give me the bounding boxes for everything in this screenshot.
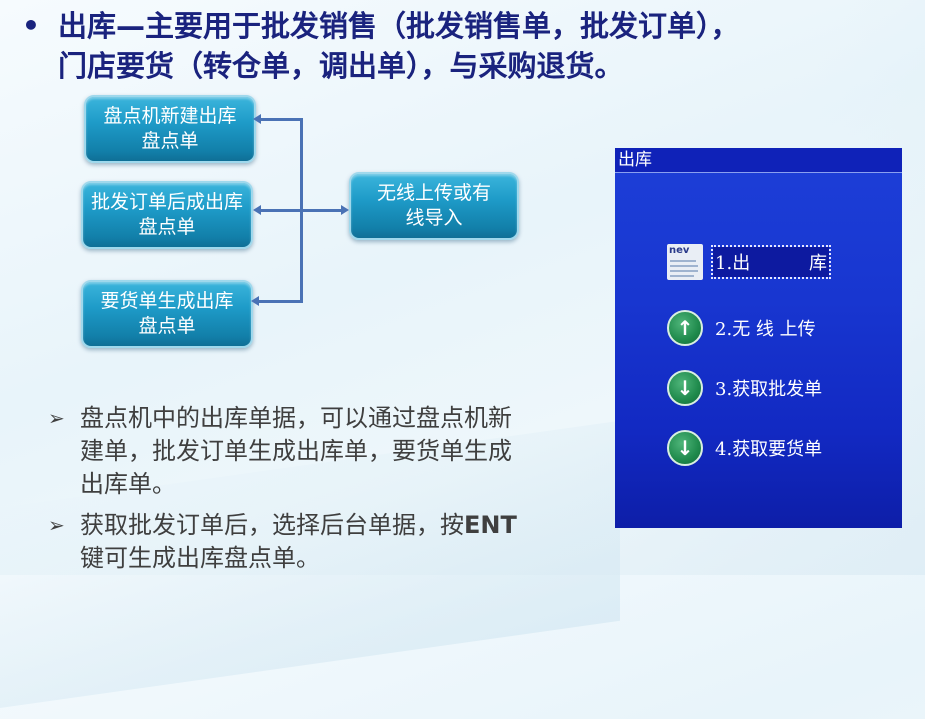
menu-text: 库 (809, 253, 827, 274)
menu-text: 获取批发单 (732, 379, 823, 400)
menu-item-outbound[interactable]: nev 1.出 库 (667, 242, 831, 282)
flow-box-text: 无线上传或有 (376, 182, 491, 204)
connector-top (260, 118, 302, 121)
arrow-bullet-icon: ➢ (48, 406, 65, 430)
flow-box-text: 盘点单 (141, 130, 199, 152)
menu-number: 1. (715, 253, 733, 274)
arrow-left-icon (251, 296, 259, 306)
flow-box-new-outbound: 盘点机新建出库 盘点单 (84, 95, 256, 163)
doc-icon-text: nev (669, 245, 690, 256)
doc-line (670, 265, 698, 267)
menu-number: 4. (715, 439, 733, 460)
connector-middle (260, 209, 342, 212)
arrow-left-icon (253, 114, 261, 124)
flow-box-text: 批发订单后成出库 (90, 191, 243, 213)
connector-bottom (258, 300, 302, 303)
arrow-right-icon (341, 205, 349, 215)
menu-item-get-requisition[interactable]: ↓ 4.获取要货单 (667, 428, 824, 468)
title-line-1: 出库—主要用于批发销售（批发销售单，批发订单）， (58, 9, 740, 43)
menu-item-label: 3.获取批发单 (713, 373, 824, 403)
flow-box-text: 盘点机新建出库 (103, 105, 237, 127)
menu-item-label: 2.无 线 上传 (713, 313, 818, 343)
arrow-left-icon (253, 205, 261, 215)
menu-item-wireless-upload[interactable]: ↑ 2.无 线 上传 (667, 308, 818, 348)
menu-text: 获取要货单 (732, 439, 823, 460)
device-screen: 出库 nev 1.出 库 ↑ 2.无 线 上传 ↓ 3.获取批发单 ↓ 4.获取… (615, 148, 902, 528)
slide-title: • 出库—主要用于批发销售（批发销售单，批发订单）， 门店要货（转仓单，调出单）… (22, 6, 912, 86)
flow-box-requisition: 要货单生成出库 盘点单 (81, 280, 253, 348)
description-text: 获取批发订单后，选择后台单据，按 (80, 511, 464, 539)
download-arrow-icon: ↓ (667, 430, 703, 466)
description-line: 盘点机中的出库单据，可以通过盘点机新 (80, 404, 512, 432)
description-line: 获取批发订单后，选择后台单据，按ENT (80, 509, 588, 542)
upload-arrow-icon: ↑ (667, 310, 703, 346)
flow-box-text: 要货单生成出库 (100, 290, 234, 312)
description-item: ➢ 获取批发订单后，选择后台单据，按ENT 键可生成出库盘点单。 (48, 509, 588, 575)
title-bullet: • (22, 9, 40, 42)
device-title-bar: 出库 (615, 148, 902, 173)
doc-line (670, 270, 698, 272)
menu-item-get-wholesale[interactable]: ↓ 3.获取批发单 (667, 368, 824, 408)
flow-box-text: 盘点单 (138, 216, 196, 238)
doc-line (670, 275, 694, 277)
arrow-bullet-icon: ➢ (48, 513, 65, 537)
title-line-2: 门店要货（转仓单，调出单），与采购退货。 (58, 49, 624, 83)
doc-line (670, 260, 696, 262)
menu-item-label: 1.出 库 (711, 245, 831, 279)
menu-text: 出 (732, 253, 751, 274)
menu-item-label: 4.获取要货单 (713, 433, 824, 463)
new-document-icon: nev (667, 244, 703, 280)
description-list: ➢ 盘点机中的出库单据，可以通过盘点机新 建单，批发订单生成出库单，要货单生成 … (48, 402, 588, 583)
description-line: 键可生成出库盘点单。 (80, 544, 320, 572)
flow-box-upload-import: 无线上传或有 线导入 (349, 172, 519, 240)
menu-text: 无 线 上传 (732, 319, 816, 340)
menu-number: 2. (715, 319, 733, 340)
flow-box-text: 线导入 (405, 207, 463, 229)
flow-box-wholesale-order: 批发订单后成出库 盘点单 (81, 181, 253, 249)
description-line: 建单，批发订单生成出库单，要货单生成 (80, 437, 512, 465)
flow-box-text: 盘点单 (138, 315, 196, 337)
key-name: ENT (464, 511, 517, 539)
download-arrow-icon: ↓ (667, 370, 703, 406)
menu-number: 3. (715, 379, 733, 400)
description-item: ➢ 盘点机中的出库单据，可以通过盘点机新 建单，批发订单生成出库单，要货单生成 … (48, 402, 588, 501)
description-line: 出库单。 (80, 470, 176, 498)
